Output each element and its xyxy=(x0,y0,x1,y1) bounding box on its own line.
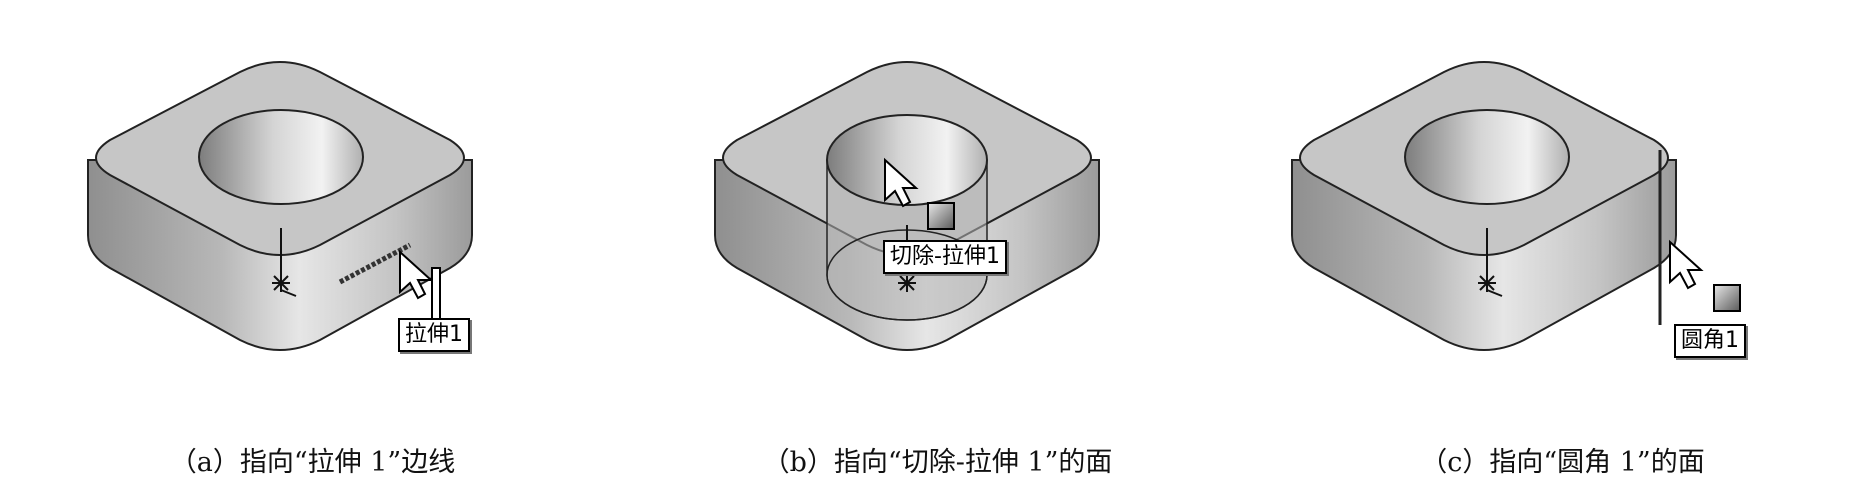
part-view-c xyxy=(1291,61,1741,351)
panel-b: 切除-拉伸1 （b）指向“切除-拉伸 1”的面 xyxy=(625,0,1250,503)
tooltip-b: 切除-拉伸1 xyxy=(883,240,1007,274)
caption-a: （a）指向“拉伸 1”边线 xyxy=(169,447,456,478)
tooltip-c: 圆角1 xyxy=(1674,324,1746,358)
arrow-cursor-icon xyxy=(884,157,919,208)
tooltip-a: 拉伸1 xyxy=(398,318,470,352)
part-view-b xyxy=(714,61,1100,351)
arrow-cursor-icon xyxy=(1669,239,1704,290)
face-selection-icon xyxy=(927,202,955,230)
panel-a: 拉伸1 （a）指向“拉伸 1”边线 xyxy=(0,0,625,503)
caption-b: （b）指向“切除-拉伸 1”的面 xyxy=(762,447,1113,478)
arrow-cursor-icon xyxy=(399,249,434,300)
origin-marker-icon xyxy=(1478,228,1503,297)
highlighted-edge[interactable] xyxy=(338,242,412,285)
edge-selection-icon xyxy=(431,267,441,321)
panel-c: 圆角1 （c）指向“圆角 1”的面 xyxy=(1250,0,1875,503)
origin-marker-icon xyxy=(272,228,297,297)
face-selection-icon xyxy=(1713,284,1741,312)
part-view-a xyxy=(87,61,473,351)
caption-c: （c）指向“圆角 1”的面 xyxy=(1420,447,1705,478)
